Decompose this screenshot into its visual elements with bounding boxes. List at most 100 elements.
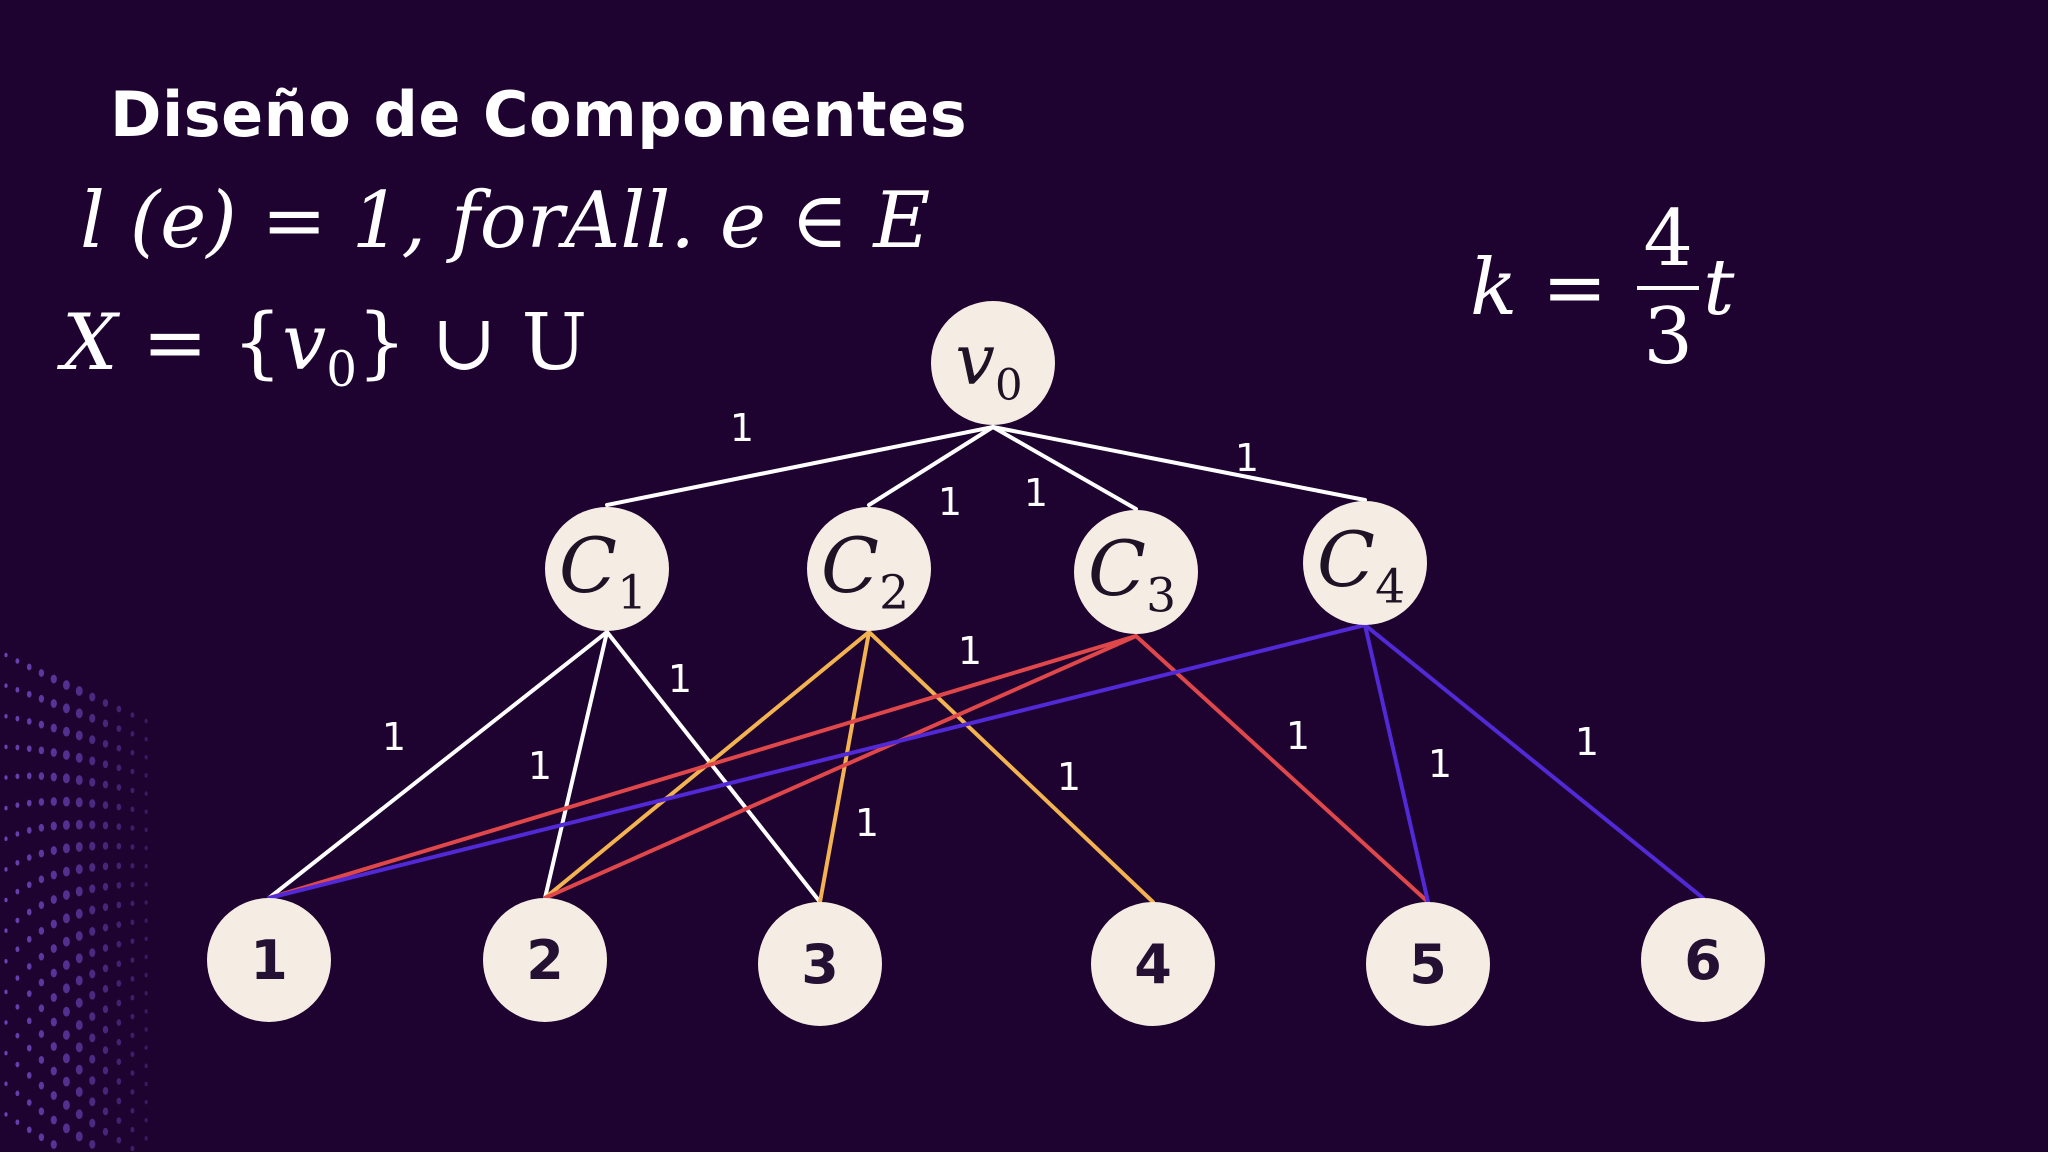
edge-c2-leaf4 xyxy=(867,630,1155,904)
edge-weight-label: 1 xyxy=(938,480,962,524)
leaf-node-4-circle xyxy=(1091,902,1215,1026)
decor-dot xyxy=(26,1099,32,1106)
component-node-c2-circle xyxy=(807,507,931,631)
decor-dot xyxy=(116,882,122,889)
decor-dot xyxy=(144,845,148,851)
decor-dot xyxy=(15,859,20,866)
decor-dot xyxy=(50,1115,57,1125)
decor-dot xyxy=(75,931,83,941)
decor-dot xyxy=(4,713,8,719)
leaf-node-6: 6 xyxy=(1641,898,1765,1022)
edge-c4-leaf5 xyxy=(1363,623,1430,904)
decor-dot xyxy=(130,731,135,737)
decor-dot xyxy=(26,827,32,834)
decor-dot xyxy=(75,708,83,719)
decor-dot xyxy=(62,1030,70,1040)
decor-dot xyxy=(4,928,8,933)
decor-dot xyxy=(62,796,70,807)
decor-dot xyxy=(62,750,70,760)
decor-dot xyxy=(50,1066,57,1076)
edge-c3-leaf1 xyxy=(267,634,1138,900)
decor-dot xyxy=(144,718,148,724)
component-node-c3: C3 xyxy=(1074,510,1198,634)
decor-dot xyxy=(38,798,45,806)
set-var: X xyxy=(62,298,118,388)
edge-root-c2 xyxy=(867,425,995,507)
decor-dot xyxy=(15,831,20,837)
set-root-sub: 0 xyxy=(326,341,357,398)
decor-dot xyxy=(144,1081,148,1087)
decor-dot xyxy=(102,719,109,728)
decor-dot xyxy=(38,1081,45,1090)
decor-dot xyxy=(75,797,83,808)
decor-dot xyxy=(38,720,45,729)
decor-dot xyxy=(62,936,70,947)
decor-dot xyxy=(75,1109,83,1120)
decor-dot xyxy=(102,699,109,707)
decor-dot xyxy=(26,1126,32,1134)
decor-dot xyxy=(4,1020,8,1025)
component-node-c1-circle xyxy=(545,507,669,631)
decor-dot xyxy=(26,1017,32,1025)
decor-dot xyxy=(144,972,148,978)
decor-dot xyxy=(62,913,70,924)
leaf-node-1: 1 xyxy=(207,898,331,1022)
edge-c1-leaf3 xyxy=(605,630,822,904)
terminal-set-formula: X = {v0} ∪ U xyxy=(62,298,587,398)
decor-dot xyxy=(102,882,109,891)
decor-dot xyxy=(26,1044,32,1052)
decor-dot xyxy=(116,980,122,987)
decor-dot xyxy=(50,1042,57,1051)
decor-dot xyxy=(50,944,57,953)
decor-dot xyxy=(75,1086,83,1097)
decor-dot xyxy=(15,975,20,981)
decor-dot xyxy=(144,1063,148,1069)
decor-dot xyxy=(4,775,8,780)
component-node-c3-circle xyxy=(1074,510,1198,634)
decor-dot xyxy=(4,836,8,842)
decor-dot xyxy=(116,862,122,870)
decor-dot xyxy=(144,918,148,923)
edge-c3-leaf5 xyxy=(1134,634,1430,904)
decor-dot xyxy=(50,723,57,733)
component-node-c2: C2 xyxy=(807,507,931,631)
edge-c4-leaf1 xyxy=(267,623,1367,900)
decor-dot xyxy=(89,799,96,808)
decor-dot xyxy=(116,921,122,928)
decor-dot xyxy=(38,901,45,909)
decor-dot xyxy=(89,735,96,745)
decor-dot xyxy=(38,1133,45,1142)
leaf-node-2-circle xyxy=(483,898,607,1022)
leaf-node-2: 2 xyxy=(483,898,607,1022)
edge-weight-label: 1 xyxy=(528,744,552,788)
decor-dot xyxy=(62,960,70,970)
length-formula-rhs: forAll. e ∈ E xyxy=(450,176,931,266)
decor-dot xyxy=(130,994,135,1001)
edge-weight-label: 1 xyxy=(1235,436,1259,480)
decor-dot xyxy=(62,1123,70,1134)
decor-dot xyxy=(75,1064,83,1075)
decor-dot xyxy=(130,749,135,756)
decor-dot xyxy=(15,1061,20,1068)
decor-dot xyxy=(4,989,8,995)
decor-dot xyxy=(102,760,109,769)
edge-weight-label: 1 xyxy=(730,406,754,450)
decor-dot xyxy=(130,787,135,794)
decor-dot xyxy=(130,1051,135,1058)
decor-dot xyxy=(102,1066,109,1075)
decor-dot xyxy=(4,652,8,658)
decor-dot xyxy=(144,1045,148,1050)
decor-dot xyxy=(89,1118,96,1128)
k-formula-lhs: k = xyxy=(1470,243,1608,333)
decor-dot xyxy=(102,1025,109,1034)
decor-dot xyxy=(38,1004,45,1013)
decor-dot xyxy=(116,744,122,752)
decor-dot xyxy=(89,841,96,851)
decor-dot xyxy=(102,780,109,789)
decor-dot xyxy=(26,772,32,780)
edge-root-c1 xyxy=(605,425,995,507)
decor-dot xyxy=(4,744,8,750)
decor-dot xyxy=(15,802,20,808)
decor-dot xyxy=(75,686,83,696)
